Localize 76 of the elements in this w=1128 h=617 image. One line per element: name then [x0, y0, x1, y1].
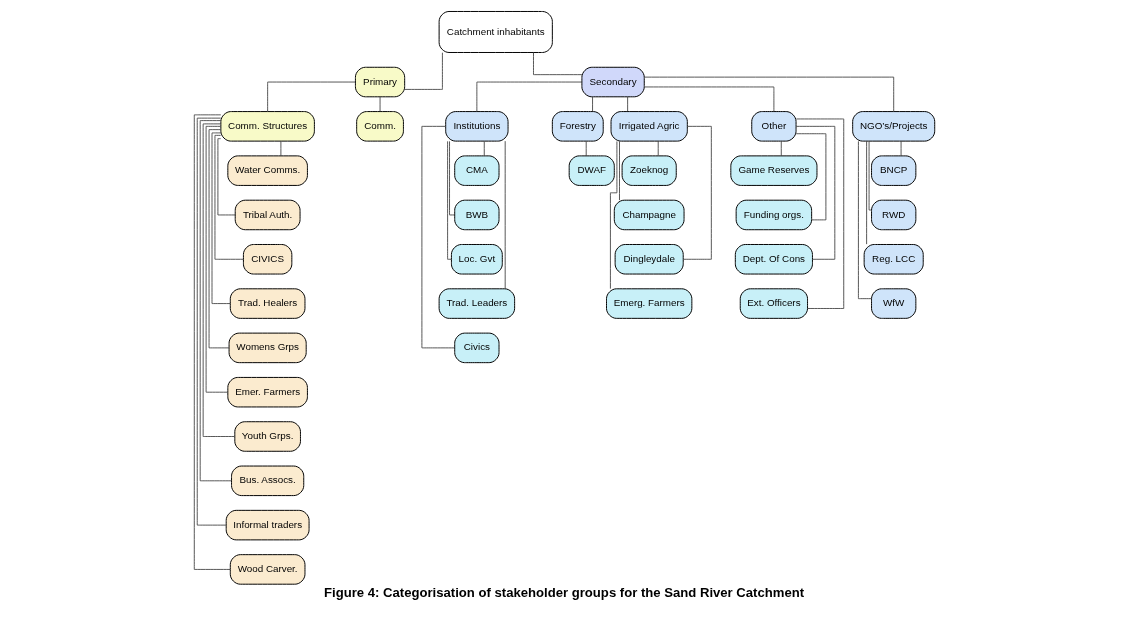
connector [214, 134, 244, 260]
connector [900, 140, 901, 157]
connector [202, 123, 235, 437]
connector [483, 140, 485, 157]
connector [196, 117, 226, 526]
node-box: Irrigated Agric [610, 111, 688, 142]
connector [446, 140, 452, 260]
connector [643, 76, 894, 112]
node-box: WfW [870, 288, 916, 319]
connector [868, 140, 872, 211]
node-box: Emerg. Farmers [605, 288, 692, 319]
node-box: Water Comms. [226, 155, 308, 186]
node-box: Youth Grps. [233, 421, 301, 452]
connector [280, 140, 281, 157]
connector [379, 96, 380, 112]
connector [211, 132, 231, 304]
node-box: Comm. [355, 111, 404, 142]
connector [857, 140, 872, 300]
node-box: Trad. Healers [229, 288, 305, 319]
node-box: Reg. LCC [863, 244, 924, 275]
connector [585, 140, 587, 157]
connector [780, 140, 782, 157]
node-box: BWB [453, 199, 499, 231]
connector [795, 125, 835, 260]
connector [420, 125, 455, 349]
connector [208, 129, 229, 349]
node-box: Other [750, 111, 797, 142]
node-box: Catchment inhabitants [438, 11, 553, 53]
node-box: Dept. Of Cons [734, 244, 813, 275]
connector [795, 133, 826, 221]
node-box: BNCP [870, 155, 916, 186]
connector [618, 140, 620, 201]
node-box: Dingleydale [614, 244, 684, 275]
connector [193, 114, 230, 570]
caption: Figure 4: Categorisation of stakeholder groups for the Sand River Catchment [323, 585, 804, 601]
node-box: Womens Grps [228, 332, 307, 364]
connector [609, 141, 617, 290]
node-box: Secondary [580, 66, 645, 98]
connector [199, 120, 232, 482]
connector [626, 96, 628, 112]
node-box: Civics [453, 332, 499, 364]
node-box: Loc. Gvt [450, 244, 503, 275]
node-box: Emer. Farmers [226, 376, 308, 408]
connector [475, 81, 582, 112]
node-box: Bus. Assocs. [230, 465, 304, 497]
node-box: Funding orgs. [735, 199, 812, 231]
connector [205, 125, 228, 393]
connector [682, 125, 712, 260]
node-box: Comm. Structures [219, 111, 315, 142]
connector [448, 140, 455, 216]
connector [795, 118, 844, 309]
node-box: CIVICS [242, 244, 292, 275]
node-box: Champagne [613, 199, 685, 231]
node-box: NGO’s/Projects [851, 111, 935, 142]
connector [591, 96, 593, 112]
connector [643, 86, 774, 112]
node-box: CMA [453, 155, 499, 186]
node-box: Ext. Officers [739, 288, 808, 319]
node-box: DWAF [568, 155, 615, 186]
connector [865, 140, 867, 245]
node-box: Institutions [444, 111, 509, 142]
connector [504, 140, 506, 290]
node-box: Primary [354, 66, 405, 98]
node-box: Trad. Leaders [438, 288, 515, 319]
node-box: RWD [870, 199, 916, 231]
connector [403, 52, 443, 90]
node-box: Tribal Auth. [234, 199, 301, 231]
node-box: Game Reserves [729, 155, 817, 186]
node-box: Zoeknog [621, 155, 677, 186]
connector [532, 52, 582, 76]
connector [266, 81, 356, 112]
node-box: Wood Carver. [229, 554, 305, 585]
connector [657, 140, 659, 157]
node-box: Forestry [551, 111, 604, 142]
node-box: Informal traders [225, 509, 310, 541]
connector [217, 138, 235, 216]
